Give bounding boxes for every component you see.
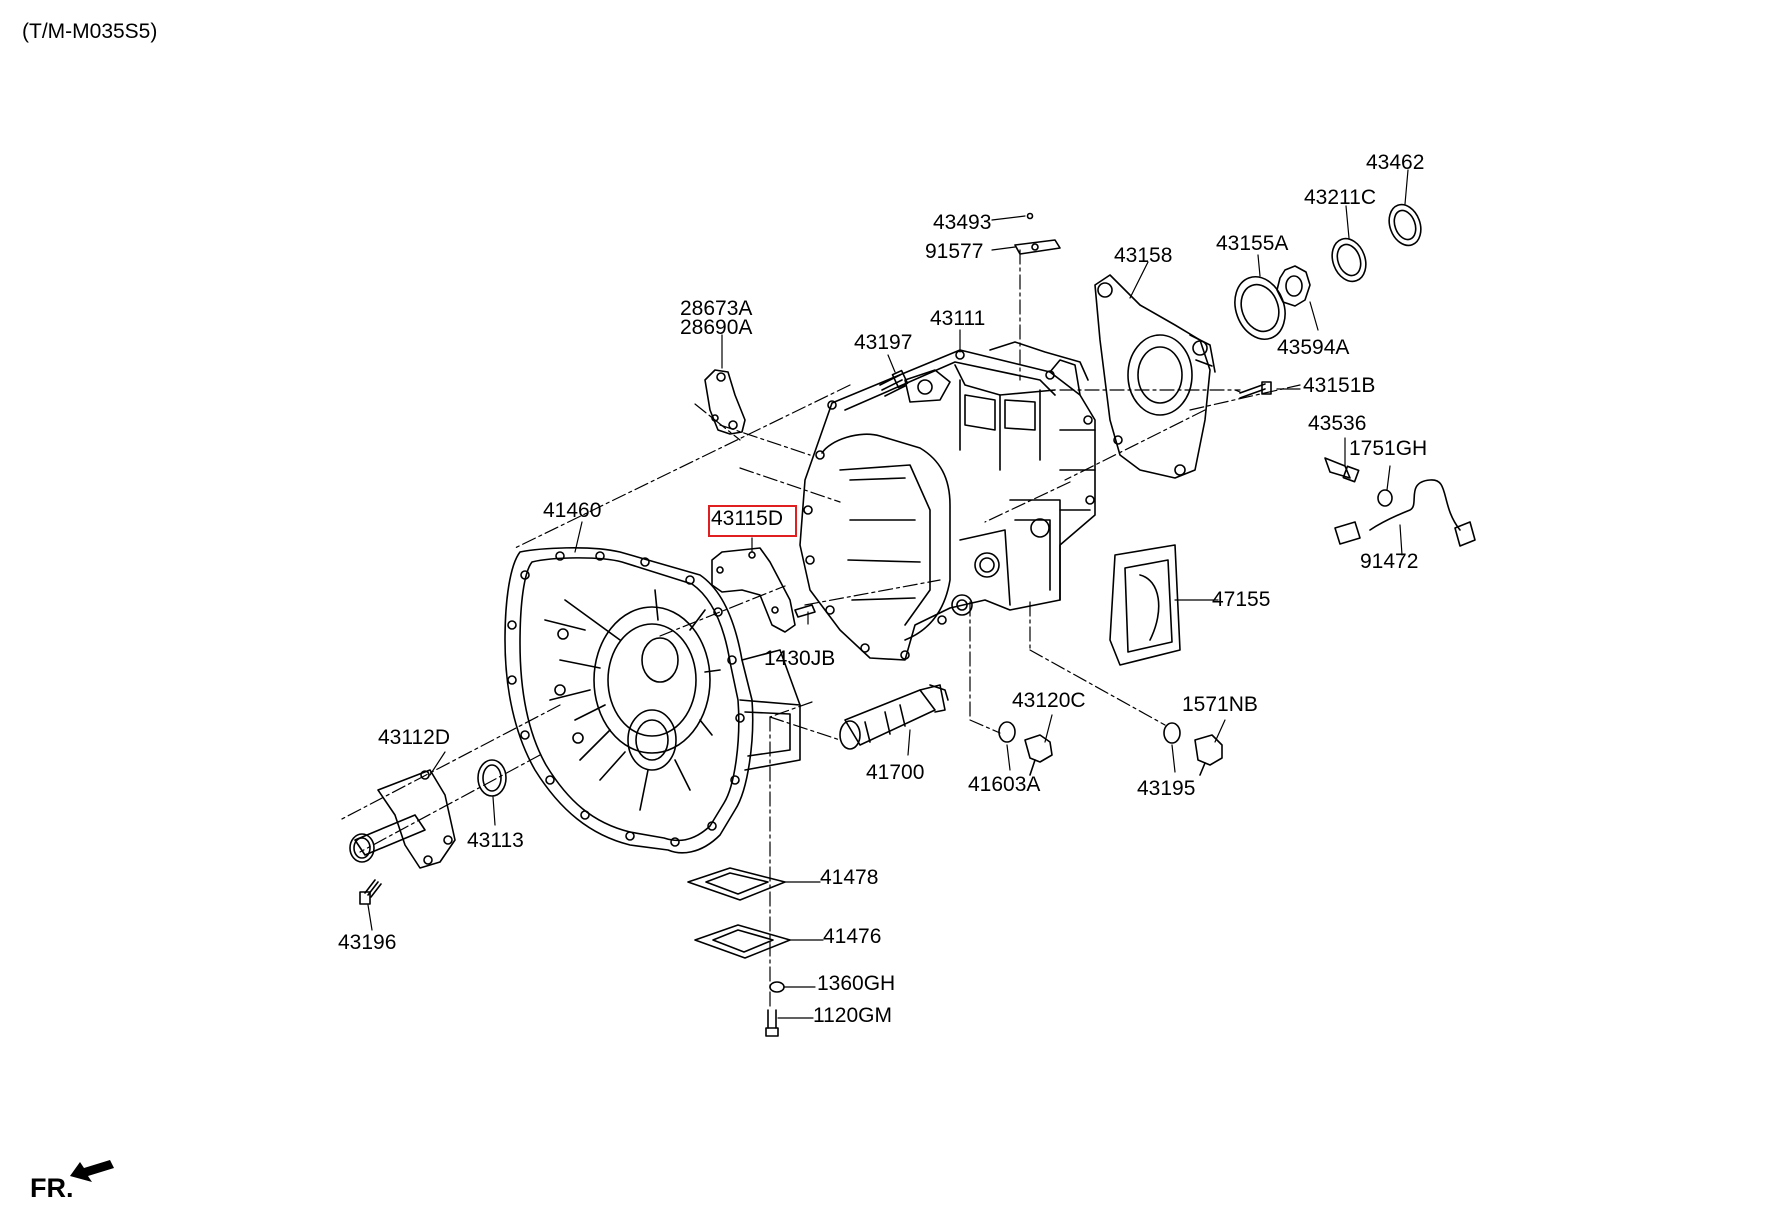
part-label[interactable]: 43536 bbox=[1308, 412, 1367, 435]
case-bolt-holes bbox=[803, 350, 1095, 660]
part-label[interactable]: 41476 bbox=[823, 925, 882, 948]
part-label[interactable]: 43195 bbox=[1137, 777, 1196, 800]
part-label[interactable]: 41478 bbox=[820, 866, 879, 889]
dowel-pin-1430JB bbox=[794, 604, 816, 618]
part-label[interactable]: 1751GH bbox=[1349, 437, 1428, 460]
front-direction-label: FR. bbox=[30, 1173, 74, 1203]
transmission-case-43111 bbox=[799, 341, 1096, 661]
part-label[interactable]: 41603A bbox=[968, 773, 1041, 796]
bolt-1120GM bbox=[765, 1009, 779, 1037]
part-label[interactable]: 43112D bbox=[378, 726, 451, 749]
part-label[interactable]: 43158 bbox=[1114, 244, 1173, 267]
part-label[interactable]: 43115D bbox=[711, 507, 784, 530]
bracket-28673A bbox=[704, 369, 746, 435]
selected-part-highlight bbox=[708, 505, 797, 537]
part-label[interactable]: 43111 bbox=[930, 307, 986, 330]
bolt-43196 bbox=[359, 879, 382, 905]
part-label[interactable]: 43594A bbox=[1277, 336, 1350, 359]
bolt-43197 bbox=[879, 369, 909, 397]
leader-lines bbox=[367, 169, 1409, 1019]
part-label[interactable]: 43493 bbox=[933, 211, 992, 234]
part-label[interactable]: 1360GH bbox=[817, 972, 896, 995]
part-label[interactable]: 91577 bbox=[925, 240, 984, 263]
assembly-center-lines bbox=[339, 249, 1301, 1011]
part-label[interactable]: 28673A bbox=[680, 297, 753, 320]
rear-cover-43158 bbox=[1094, 274, 1216, 479]
part-label[interactable]: 1120GM bbox=[813, 1004, 892, 1027]
part-label[interactable]: 47155 bbox=[1212, 588, 1271, 611]
oil-seal-43113 bbox=[477, 759, 507, 797]
harness-91472 bbox=[1334, 479, 1476, 547]
rear-seals-and-rings bbox=[1234, 203, 1422, 340]
part-label[interactable]: 1571NB bbox=[1182, 693, 1258, 716]
clutch-housing-41460 bbox=[504, 547, 801, 854]
part-label[interactable]: 43120C bbox=[1012, 689, 1086, 712]
housing-bolt-holes bbox=[507, 551, 745, 847]
bolt-43151B bbox=[1239, 381, 1272, 399]
breather-parts bbox=[1014, 212, 1061, 255]
speed-sensor-43536 bbox=[1324, 457, 1360, 483]
drain-plugs bbox=[998, 721, 1223, 776]
part-label[interactable]: 41460 bbox=[543, 499, 602, 522]
part-label[interactable]: 91472 bbox=[1360, 550, 1419, 573]
part-label[interactable]: 43211C bbox=[1304, 186, 1377, 209]
front-arrow-icon bbox=[70, 1160, 114, 1182]
o-ring-1751GH bbox=[1377, 489, 1393, 507]
cover-47155 bbox=[1109, 544, 1181, 666]
part-label[interactable]: 28690A bbox=[680, 316, 753, 339]
part-label[interactable]: 43151B bbox=[1303, 374, 1376, 397]
release-cylinder-41700 bbox=[839, 684, 949, 750]
washer-1360GH bbox=[769, 981, 785, 993]
part-label[interactable]: 41700 bbox=[866, 761, 925, 784]
diagram-code: (T/M-M035S5) bbox=[22, 20, 158, 43]
part-label[interactable]: 43155A bbox=[1216, 232, 1289, 255]
part-label[interactable]: 43196 bbox=[338, 931, 397, 954]
part-label[interactable]: 43462 bbox=[1366, 151, 1425, 174]
gasket-43115D bbox=[711, 547, 796, 633]
part-label[interactable]: 43197 bbox=[854, 331, 913, 354]
bearing-retainer-43112D bbox=[349, 769, 456, 869]
gasket-41476 bbox=[694, 924, 791, 959]
part-label[interactable]: 43113 bbox=[467, 829, 524, 852]
part-label[interactable]: 1430JB bbox=[764, 647, 836, 670]
